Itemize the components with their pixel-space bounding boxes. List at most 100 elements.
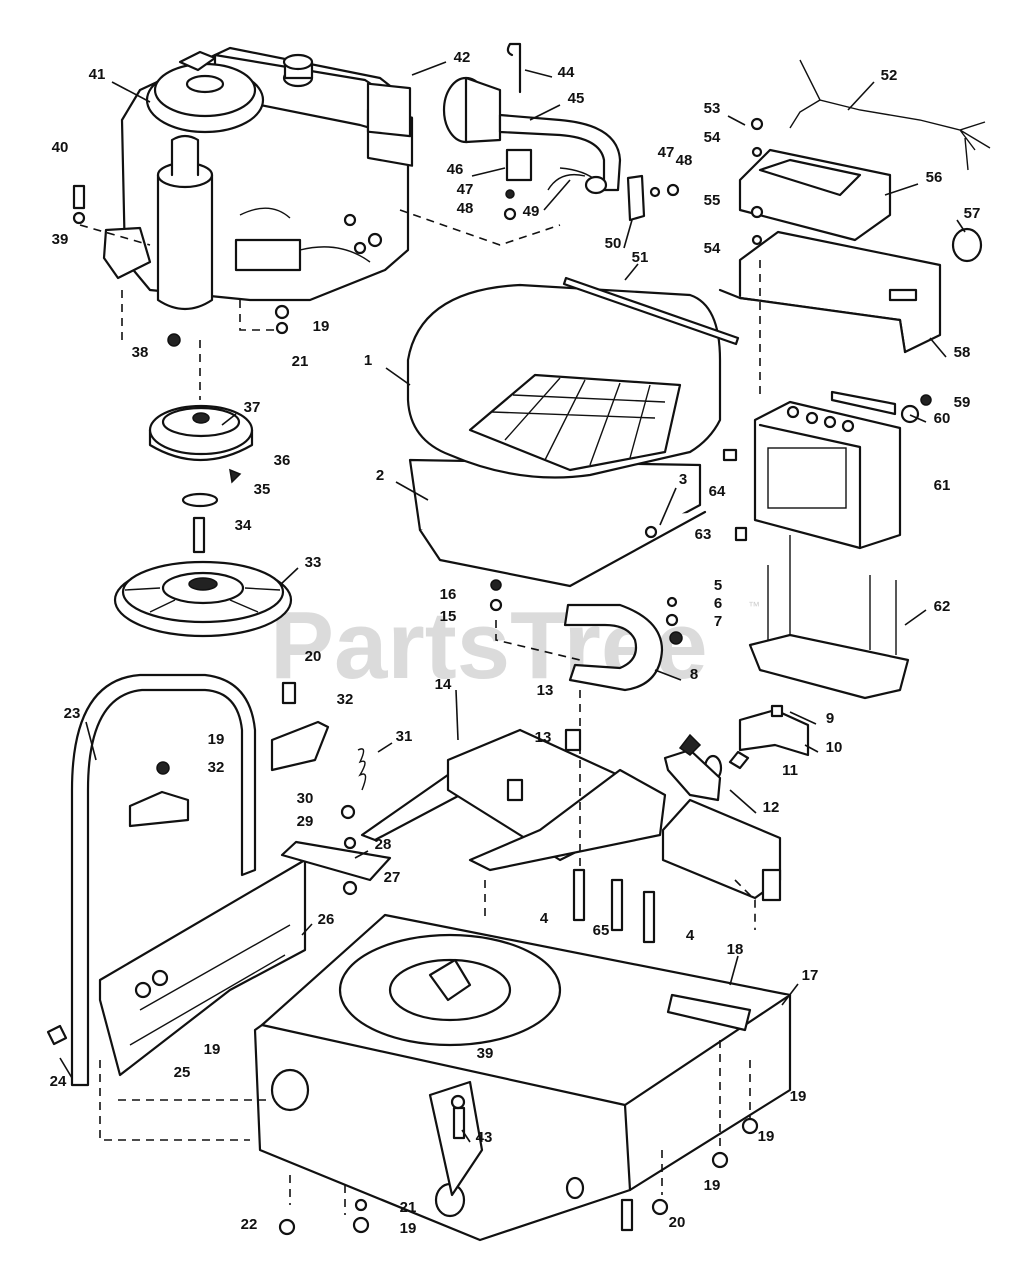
callout-57: 57 bbox=[964, 205, 981, 222]
callout-31: 31 bbox=[396, 728, 413, 745]
callout-19: 19 bbox=[704, 1177, 721, 1194]
callout-47: 47 bbox=[658, 144, 675, 161]
callout-19: 19 bbox=[208, 731, 225, 748]
callout-14: 14 bbox=[435, 676, 452, 693]
callout-65: 65 bbox=[593, 922, 610, 939]
battery-box bbox=[718, 117, 983, 354]
callout-6: 6 bbox=[714, 595, 722, 612]
callout-1: 1 bbox=[364, 352, 372, 369]
callout-21: 21 bbox=[292, 353, 309, 370]
callout-4: 4 bbox=[540, 910, 549, 927]
battery bbox=[722, 390, 932, 550]
callout-19: 19 bbox=[790, 1088, 807, 1105]
callout-30: 30 bbox=[297, 790, 314, 807]
callout-5: 5 bbox=[714, 577, 722, 594]
callout-33: 33 bbox=[305, 554, 322, 571]
callout-48: 48 bbox=[676, 152, 693, 169]
callout-24: 24 bbox=[50, 1073, 67, 1090]
seat bbox=[406, 283, 722, 588]
callout-17: 17 bbox=[802, 967, 819, 984]
callout-2: 2 bbox=[376, 467, 384, 484]
callout-28: 28 bbox=[375, 836, 392, 853]
frame-brackets bbox=[360, 728, 782, 902]
callout-20: 20 bbox=[669, 1214, 686, 1231]
seat-rod bbox=[562, 276, 740, 346]
main-frame bbox=[253, 913, 792, 1242]
callout-64: 64 bbox=[709, 483, 726, 500]
callout-34: 34 bbox=[235, 517, 252, 534]
callout-62: 62 bbox=[934, 598, 951, 615]
callout-9: 9 bbox=[826, 710, 834, 727]
callout-4: 4 bbox=[686, 927, 695, 944]
assembly-lines bbox=[79, 209, 761, 1215]
callout-19: 19 bbox=[400, 1220, 417, 1237]
callout-16: 16 bbox=[440, 586, 457, 603]
callout-36: 36 bbox=[274, 452, 291, 469]
watermark-trademark: ™ bbox=[748, 599, 760, 613]
wiring-harness bbox=[789, 59, 991, 171]
callout-7: 7 bbox=[714, 613, 722, 630]
callout-54: 54 bbox=[704, 129, 721, 146]
callout-13: 13 bbox=[535, 729, 552, 746]
callout-50: 50 bbox=[605, 235, 622, 252]
callout-21: 21 bbox=[400, 1199, 417, 1216]
callout-19: 19 bbox=[313, 318, 330, 335]
callout-59: 59 bbox=[954, 394, 971, 411]
engine-assembly bbox=[102, 46, 414, 311]
callout-20: 20 bbox=[305, 648, 322, 665]
callout-15: 15 bbox=[440, 608, 457, 625]
callout-53: 53 bbox=[704, 100, 721, 117]
callout-39: 39 bbox=[52, 231, 69, 248]
drive-pulley bbox=[148, 333, 254, 461]
callout-54: 54 bbox=[704, 240, 721, 257]
callout-12: 12 bbox=[763, 799, 780, 816]
callout-22: 22 bbox=[241, 1216, 258, 1233]
leader-lines bbox=[59, 61, 966, 1143]
callout-46: 46 bbox=[447, 161, 464, 178]
callout-38: 38 bbox=[132, 344, 149, 361]
callout-29: 29 bbox=[297, 813, 314, 830]
callout-52: 52 bbox=[881, 67, 898, 84]
callout-13: 13 bbox=[537, 682, 554, 699]
callout-41: 41 bbox=[89, 66, 106, 83]
air-cleaner-assembly bbox=[442, 42, 680, 222]
engine-sheave bbox=[113, 468, 293, 638]
side-bracket bbox=[98, 858, 307, 1077]
battery-hold-down bbox=[748, 535, 910, 700]
hardware bbox=[46, 184, 759, 1236]
callout-23: 23 bbox=[64, 705, 81, 722]
callout-55: 55 bbox=[704, 192, 721, 209]
decal bbox=[366, 82, 412, 138]
callout-44: 44 bbox=[558, 64, 575, 81]
callout-43: 43 bbox=[476, 1129, 493, 1146]
callout-25: 25 bbox=[174, 1064, 191, 1081]
callout-45: 45 bbox=[568, 90, 585, 107]
callout-42: 42 bbox=[454, 49, 471, 66]
callout-27: 27 bbox=[384, 869, 401, 886]
callout-32: 32 bbox=[337, 691, 354, 708]
callout-26: 26 bbox=[318, 911, 335, 928]
callout-61: 61 bbox=[934, 477, 951, 494]
callout-18: 18 bbox=[727, 941, 744, 958]
callout-11: 11 bbox=[782, 762, 798, 779]
callout-37: 37 bbox=[244, 399, 261, 416]
callout-47: 47 bbox=[457, 181, 474, 198]
callout-58: 58 bbox=[954, 344, 971, 361]
callout-35: 35 bbox=[254, 481, 271, 498]
callout-60: 60 bbox=[934, 410, 951, 427]
plates-and-spring bbox=[128, 681, 392, 896]
callout-63: 63 bbox=[695, 526, 712, 543]
callout-51: 51 bbox=[632, 249, 649, 266]
callout-19: 19 bbox=[758, 1128, 775, 1145]
seat-bracket bbox=[489, 525, 683, 692]
callout-49: 49 bbox=[523, 203, 540, 220]
callout-8: 8 bbox=[690, 666, 698, 683]
bolts bbox=[572, 868, 656, 944]
callout-32: 32 bbox=[208, 759, 225, 776]
callout-48: 48 bbox=[457, 200, 474, 217]
callout-19: 19 bbox=[204, 1041, 221, 1058]
roll-bar bbox=[70, 673, 257, 1087]
callout-40: 40 bbox=[52, 139, 69, 156]
